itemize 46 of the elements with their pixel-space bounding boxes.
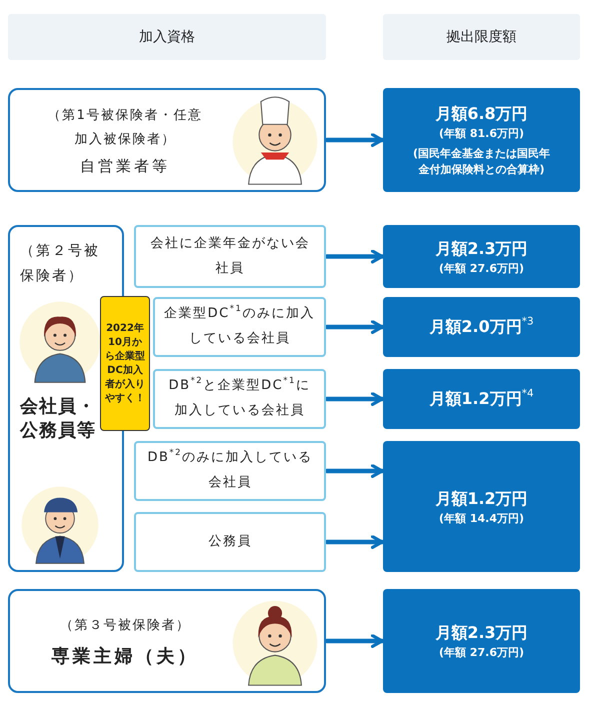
category-title: 専業主婦（夫） bbox=[52, 644, 198, 668]
arrow bbox=[324, 320, 384, 334]
column-heading: 拠出限度額 bbox=[446, 28, 516, 46]
column-heading: 加入資格 bbox=[139, 28, 195, 46]
category-label: （第３号被保険者） bbox=[58, 617, 192, 636]
limit-note: (年額 81.6万円) bbox=[438, 126, 524, 142]
limit-amount: 月額1.2万円$^{*4}$ bbox=[429, 387, 534, 410]
category-label: （第1号被保険者・任意加入被保険者） bbox=[46, 107, 204, 148]
subcategory-box bbox=[134, 225, 326, 288]
category-label: DB$^{*2}$と企業型DC$^{*1}$に加入している会社員 bbox=[168, 374, 312, 420]
limit-box bbox=[383, 297, 580, 357]
arrow bbox=[324, 464, 384, 478]
limit-box bbox=[383, 369, 580, 429]
category-label: 公務員 bbox=[208, 532, 252, 551]
category-title: 会社員・公務員等 bbox=[20, 395, 96, 444]
limit-amount: 月額2.3万円 bbox=[435, 622, 528, 644]
arrow bbox=[324, 392, 384, 406]
limit-note: (年額 27.6万円) bbox=[438, 260, 524, 276]
limit-amount: 月額2.0万円$^{*3}$ bbox=[429, 315, 534, 338]
category-box bbox=[8, 88, 326, 192]
subcategory-box bbox=[134, 512, 326, 572]
limit-box bbox=[383, 441, 580, 572]
arrow bbox=[324, 249, 384, 264]
category-label: 会社に企業年金がない会社員 bbox=[149, 234, 311, 278]
limit-note: (年額 14.4万円) bbox=[438, 510, 524, 526]
limit-amount: 月額2.3万円 bbox=[435, 238, 528, 260]
limit-box bbox=[383, 225, 580, 288]
arrow bbox=[324, 534, 384, 550]
limit-box bbox=[383, 589, 580, 693]
subcategory-box bbox=[153, 369, 326, 429]
arrow bbox=[324, 634, 384, 648]
limit-box bbox=[383, 88, 580, 192]
limit-note: (年額 27.6万円) bbox=[438, 645, 524, 661]
category-title: 自営業者等 bbox=[80, 156, 170, 176]
note-badge bbox=[100, 296, 150, 431]
limit-note: (国民年金基金または国民年金付加保険料との合算枠) bbox=[412, 146, 552, 178]
subcategory-box bbox=[134, 441, 326, 501]
category-label: DB$^{*2}$のみに加入している会社員 bbox=[146, 446, 314, 492]
note-text: 2022年10月から企業型DC加入者が入りやすく！ bbox=[104, 322, 146, 406]
subcategory-box bbox=[153, 297, 326, 357]
arrow bbox=[324, 132, 384, 148]
category-label: （第２号被保険者） bbox=[20, 242, 101, 286]
limit-amount: 月額1.2万円 bbox=[435, 488, 528, 510]
category-label: 企業型DC$^{*1}$のみに加入している会社員 bbox=[163, 302, 316, 348]
limit-amount: 月額6.8万円 bbox=[435, 103, 528, 126]
category-box bbox=[8, 589, 326, 693]
